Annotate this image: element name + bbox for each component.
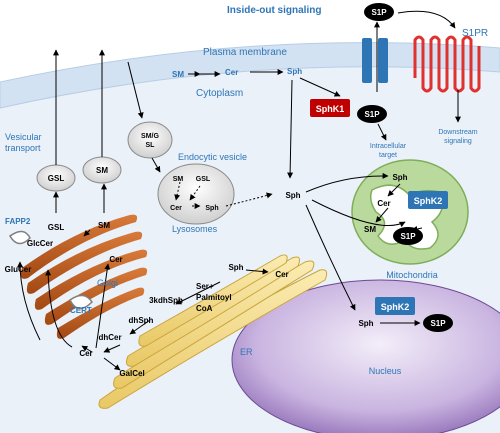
cert-shape	[69, 294, 93, 310]
smgsl-vesicle	[127, 121, 173, 159]
nucleus-title: Nucleus	[369, 366, 402, 376]
sph-er: Sph	[228, 263, 243, 272]
ser-label-1: Ser+	[196, 282, 214, 291]
kdhsph-label: 3kdhSph	[149, 296, 183, 305]
downstream-title-2: signaling	[444, 138, 472, 145]
sm-lysosome: SM	[173, 176, 184, 183]
transporter-channel-left	[362, 38, 372, 83]
ser-label-2: Palmitoyl	[196, 293, 232, 302]
s1p-label-cyto: S1P	[364, 110, 380, 119]
dhcer-label: dhCer	[98, 333, 121, 342]
cer-er: Cer	[275, 270, 288, 279]
galcel-label: GalCel	[119, 369, 144, 378]
cert-label: CERT	[70, 306, 92, 315]
fapp2-label: FAPP2	[5, 217, 31, 226]
sph-mito: Sph	[392, 173, 407, 182]
sm-vesicle-label: SM	[96, 166, 108, 175]
glucer-label: GluCer	[5, 265, 32, 274]
cytoplasm-title: Cytoplasm	[196, 88, 243, 99]
glccer-label: GlcCer	[27, 239, 53, 248]
cer-membrane: Cer	[225, 68, 238, 77]
s1pr-title: S1PR	[462, 28, 488, 39]
s1p-label-nucleus: S1P	[430, 319, 446, 328]
s1p-oval-nucleus	[423, 314, 453, 332]
sm-mito: SM	[364, 225, 376, 234]
plasma-membrane-title: Plasma membrane	[203, 47, 287, 58]
cer-lysosome: Cer	[170, 205, 182, 212]
gsl-vesicle-label: GSL	[48, 174, 65, 183]
s1p-label-mito: S1P	[400, 232, 416, 241]
ser-label-3: CoA	[196, 304, 213, 313]
smg-label-2: SL	[146, 142, 156, 149]
downstream-title-1: Downstream	[438, 129, 477, 136]
vesicular-title-1: Vesicular	[5, 132, 42, 142]
cer-bottom: Cer	[79, 349, 92, 358]
er-title: ER	[240, 347, 253, 357]
smg-label-1: SM/G	[141, 133, 159, 140]
s1p-oval-cyto	[357, 105, 387, 123]
s1p-oval-mito	[393, 227, 423, 245]
sph-lysosome: Sph	[205, 205, 218, 212]
sphk1-box	[310, 99, 350, 117]
sm-membrane: SM	[172, 70, 184, 79]
mitochondria-shape	[351, 159, 469, 265]
lysosomes-title: Lysosomes	[172, 224, 218, 234]
s1p-label-top: S1P	[371, 8, 387, 17]
intracellular-title-1: Intracellular	[370, 143, 407, 150]
sphk1-label: SphK1	[316, 104, 345, 114]
sphk2-mito-box	[408, 191, 448, 209]
dhsph-label: dhSph	[129, 316, 154, 325]
sphk2-nucleus-box	[375, 297, 415, 315]
er-shape	[98, 254, 328, 409]
cer-mito: Cer	[377, 199, 390, 208]
plasma-membrane	[0, 42, 500, 109]
gsl-golgi: GSL	[48, 223, 65, 232]
sph-cytoplasm: Sph	[285, 191, 300, 200]
vesicular-title-2: transport	[5, 143, 41, 153]
endocytic-vesicle-shape	[157, 163, 235, 225]
fapp2-shape	[9, 230, 31, 245]
sphk2-mito-label: SphK2	[414, 196, 443, 206]
golgi-title: Golgi	[97, 278, 118, 288]
s1pr-receptor	[413, 35, 481, 93]
s1p-oval-top	[364, 3, 394, 21]
sphk2-nucleus-label: SphK2	[381, 302, 410, 312]
sm-golgi: SM	[98, 221, 110, 230]
transporter-channel-right	[378, 38, 388, 83]
inside-out-title: Inside-out signaling	[227, 5, 321, 16]
cer-golgi: Cer	[109, 255, 122, 264]
sph-nucleus: Sph	[358, 319, 373, 328]
sph-membrane: Sph	[287, 67, 302, 76]
mitochondria-title: Mitochondria	[386, 270, 438, 280]
gsl-lysosome: GSL	[196, 176, 211, 183]
intracellular-title-2: target	[379, 152, 397, 159]
endocytic-vesicle-title: Endocytic vesicle	[178, 152, 247, 162]
